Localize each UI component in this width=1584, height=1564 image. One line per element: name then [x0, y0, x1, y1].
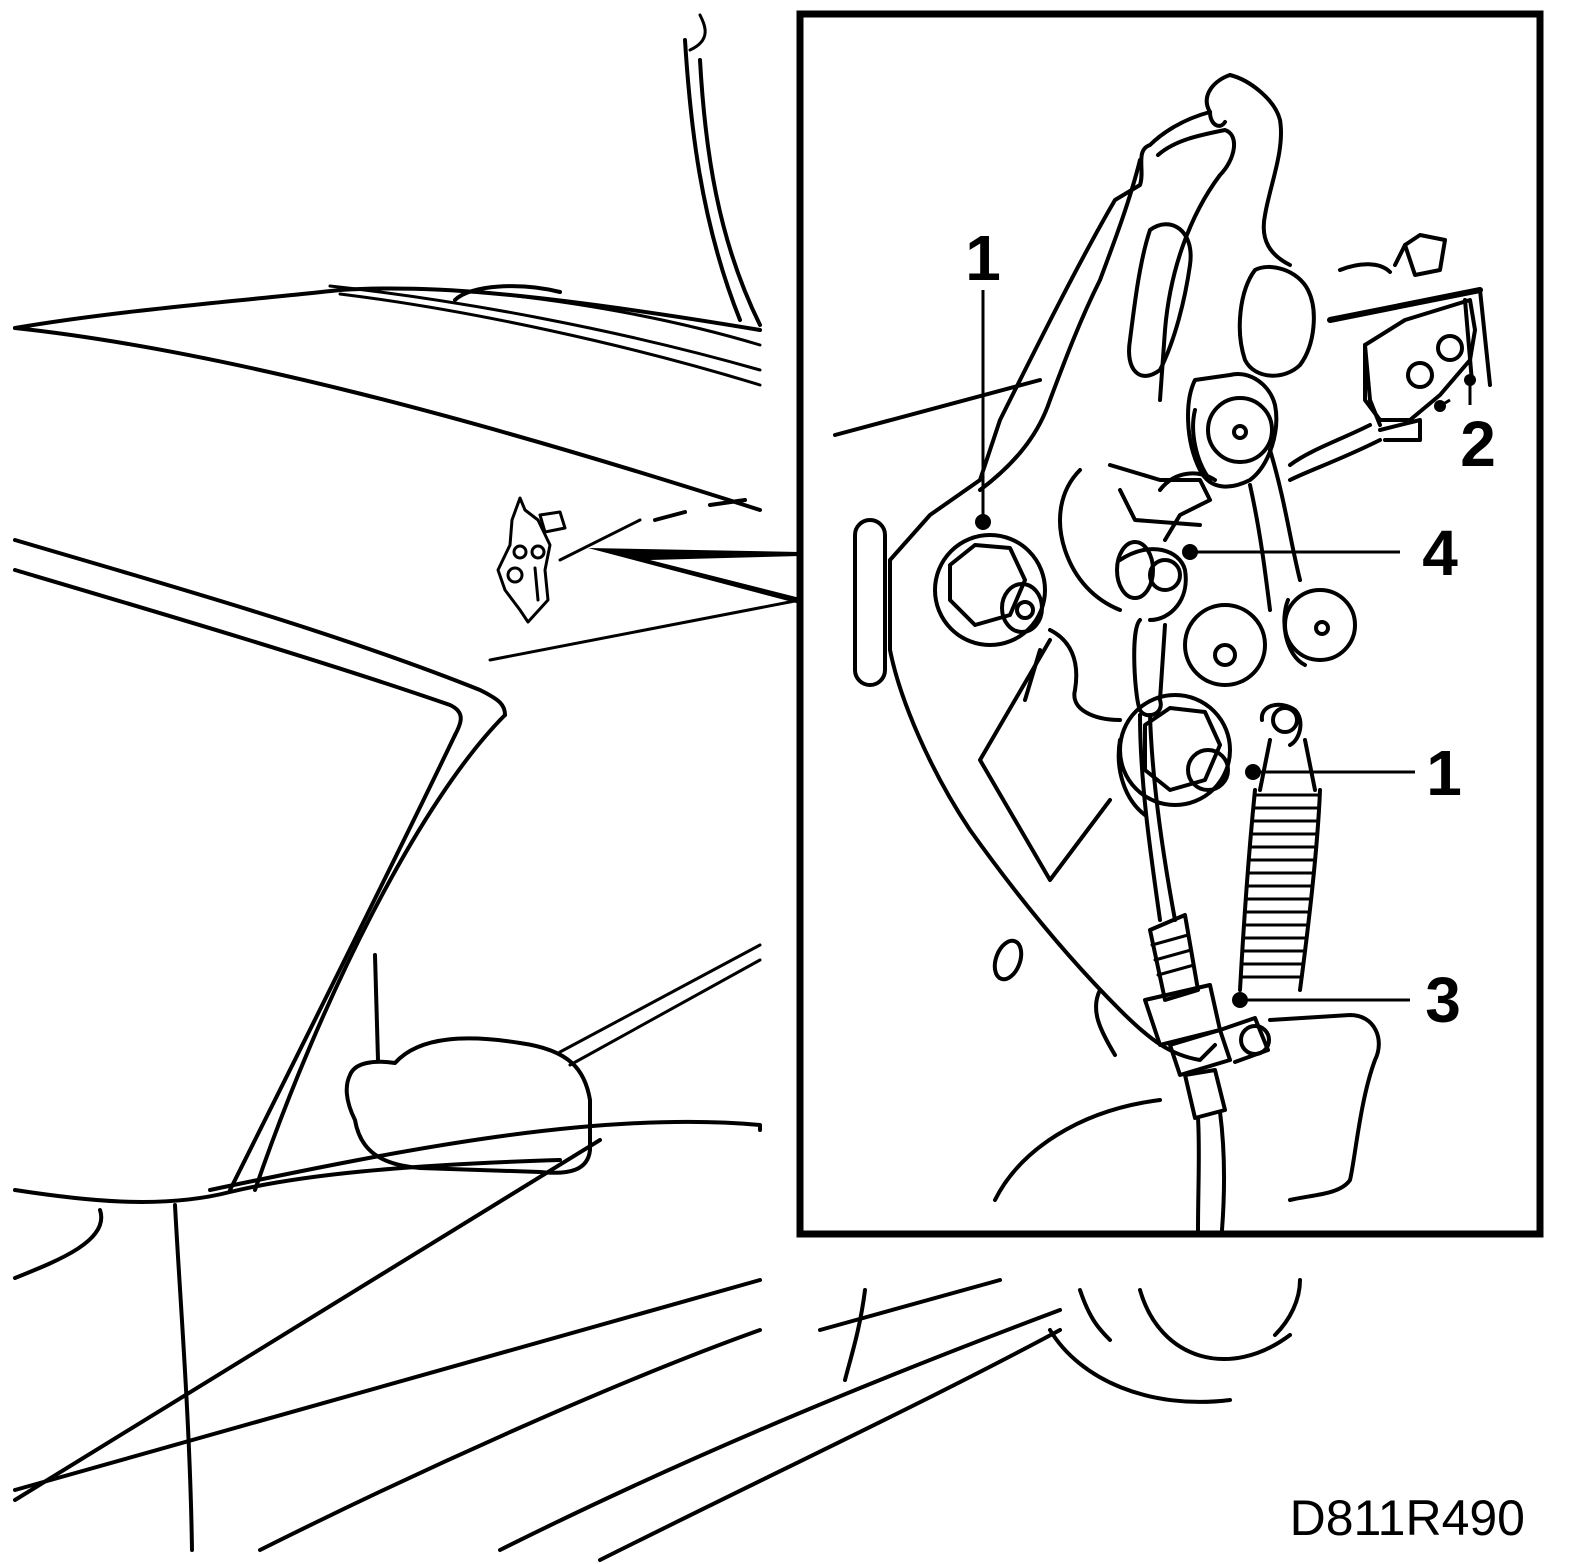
- figure-id: D811R490: [1290, 1490, 1525, 1546]
- detail-inset: [796, 10, 1544, 1238]
- inset-pointer: [588, 548, 800, 604]
- callout-1-spring: 1: [1426, 737, 1462, 809]
- callout-1-nut: 1: [965, 222, 1001, 294]
- car-overview: [13, 13, 1302, 1562]
- latch-plate: [888, 73, 1232, 1062]
- spring: [1238, 702, 1322, 992]
- latch-nut-top: [933, 533, 1047, 647]
- callout-2-bracket: 2: [1460, 408, 1496, 480]
- callout-4-cable-eye: 4: [1422, 517, 1458, 589]
- inset-frame: [796, 10, 1544, 1238]
- latch-nut-lower: [1116, 693, 1232, 817]
- cable-eye: [1115, 540, 1188, 718]
- callout-3-cable-clip: 3: [1425, 964, 1461, 1036]
- latch-location-icon: [496, 496, 567, 624]
- callouts: 1 2 4 1 3: [965, 222, 1496, 1036]
- cable-clip: [1138, 713, 1381, 1232]
- bracket: [1327, 233, 1492, 442]
